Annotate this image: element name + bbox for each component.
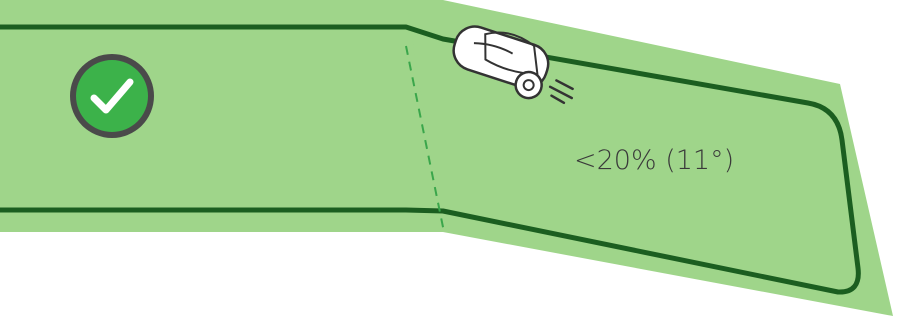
lawn-area bbox=[0, 0, 893, 316]
checkmark-icon bbox=[70, 54, 154, 138]
flat-lawn-section bbox=[0, 0, 443, 232]
slope-label: <20% (11°) bbox=[574, 145, 734, 176]
